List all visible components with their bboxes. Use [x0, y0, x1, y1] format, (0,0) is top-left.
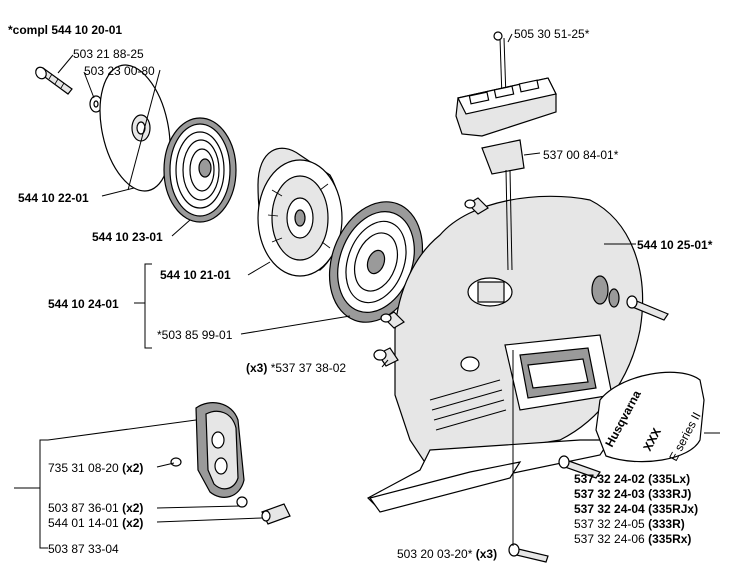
filter-cover-drawing	[170, 402, 291, 525]
part-label-p8: 544 10 21-01	[160, 268, 231, 282]
decal-part-label-1: 537 32 24-02 (335Lx)	[574, 472, 690, 486]
leader-lines	[14, 33, 720, 549]
part-label-p10: *503 85 99-01	[157, 328, 233, 342]
cassette-drawing	[328, 201, 424, 323]
part-label-p6: 544 10 23-01	[92, 230, 163, 244]
part-label-p4: 537 00 84-01*	[543, 148, 619, 162]
decal-part-label-5: 537 32 24-06 (335Rx)	[574, 532, 691, 546]
housing-screws-drawing	[373, 197, 669, 563]
decal-part-label-4: 537 32 24-05 (333R)	[574, 517, 685, 531]
part-label-p7: 544 10 25-01*	[637, 238, 713, 252]
part-label-p15: 503 87 33-04	[48, 542, 119, 556]
part-label-p14: 544 01 14-01 (x2)	[48, 516, 143, 530]
part-label-p16: 503 20 03-20* (x3)	[397, 547, 497, 561]
part-label-p3: 505 30 51-25*	[514, 27, 590, 41]
starter-housing-drawing	[367, 195, 644, 513]
decal-part-label-3: 537 32 24-04 (335RJx)	[574, 502, 698, 516]
washer-drawing	[89, 95, 103, 113]
assembly-title: *compl 544 10 20-01	[8, 23, 122, 37]
part-label-p11: (x3) *537 37 38-02	[246, 361, 346, 375]
spring-drawing	[163, 117, 237, 223]
decal-part-label-2: 537 32 24-03 (333RJ)	[574, 487, 691, 501]
part-label-p5: 544 10 22-01	[18, 191, 89, 205]
starter-handle-drawing	[455, 31, 557, 271]
cover-plate-drawing	[99, 64, 171, 192]
screw-drawing	[35, 66, 73, 95]
part-label-p2: 503 23 00-80	[84, 64, 155, 78]
part-label-p1: 503 21 88-25	[73, 47, 144, 61]
part-label-p9: 544 10 24-01	[48, 297, 119, 311]
part-label-p12: 735 31 08-20 (x2)	[48, 461, 143, 475]
part-label-p13: 503 87 36-01 (x2)	[48, 501, 143, 515]
pulley-drawing	[257, 147, 343, 277]
